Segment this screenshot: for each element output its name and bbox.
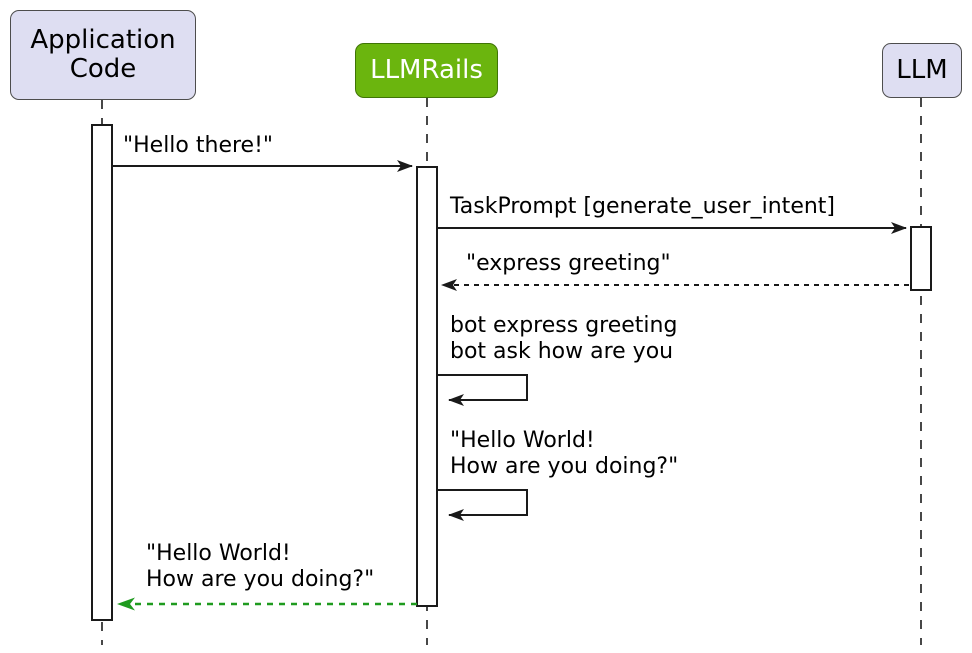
participant-label-llmrails: LLMRails	[370, 54, 483, 85]
message-label-bot-utterance: "Hello World! How are you doing?"	[450, 428, 679, 479]
message-label-express-greeting: "express greeting"	[466, 251, 671, 276]
activation-bar-llm	[910, 226, 932, 291]
message-label-hello-there: "Hello there!"	[123, 133, 274, 158]
participant-label-application-code: Application Code	[30, 24, 176, 84]
self-message-loop-bot-utterance	[437, 489, 528, 521]
activation-bars	[91, 124, 932, 621]
self-message-loop-bot-intents	[437, 374, 528, 406]
activation-bar-app	[91, 124, 113, 621]
message-label-final-response: "Hello World! How are you doing?"	[146, 541, 375, 592]
activation-bar-llmrails	[416, 166, 438, 607]
participant-label-llm: LLM	[896, 54, 948, 85]
participant-llmrails[interactable]: LLMRails	[355, 43, 498, 98]
participant-llm[interactable]: LLM	[882, 43, 962, 98]
message-label-taskprompt: TaskPrompt [generate_user_intent]	[450, 194, 835, 219]
participant-application-code[interactable]: Application Code	[10, 10, 196, 100]
message-label-bot-intents: bot express greeting bot ask how are you	[450, 313, 678, 364]
